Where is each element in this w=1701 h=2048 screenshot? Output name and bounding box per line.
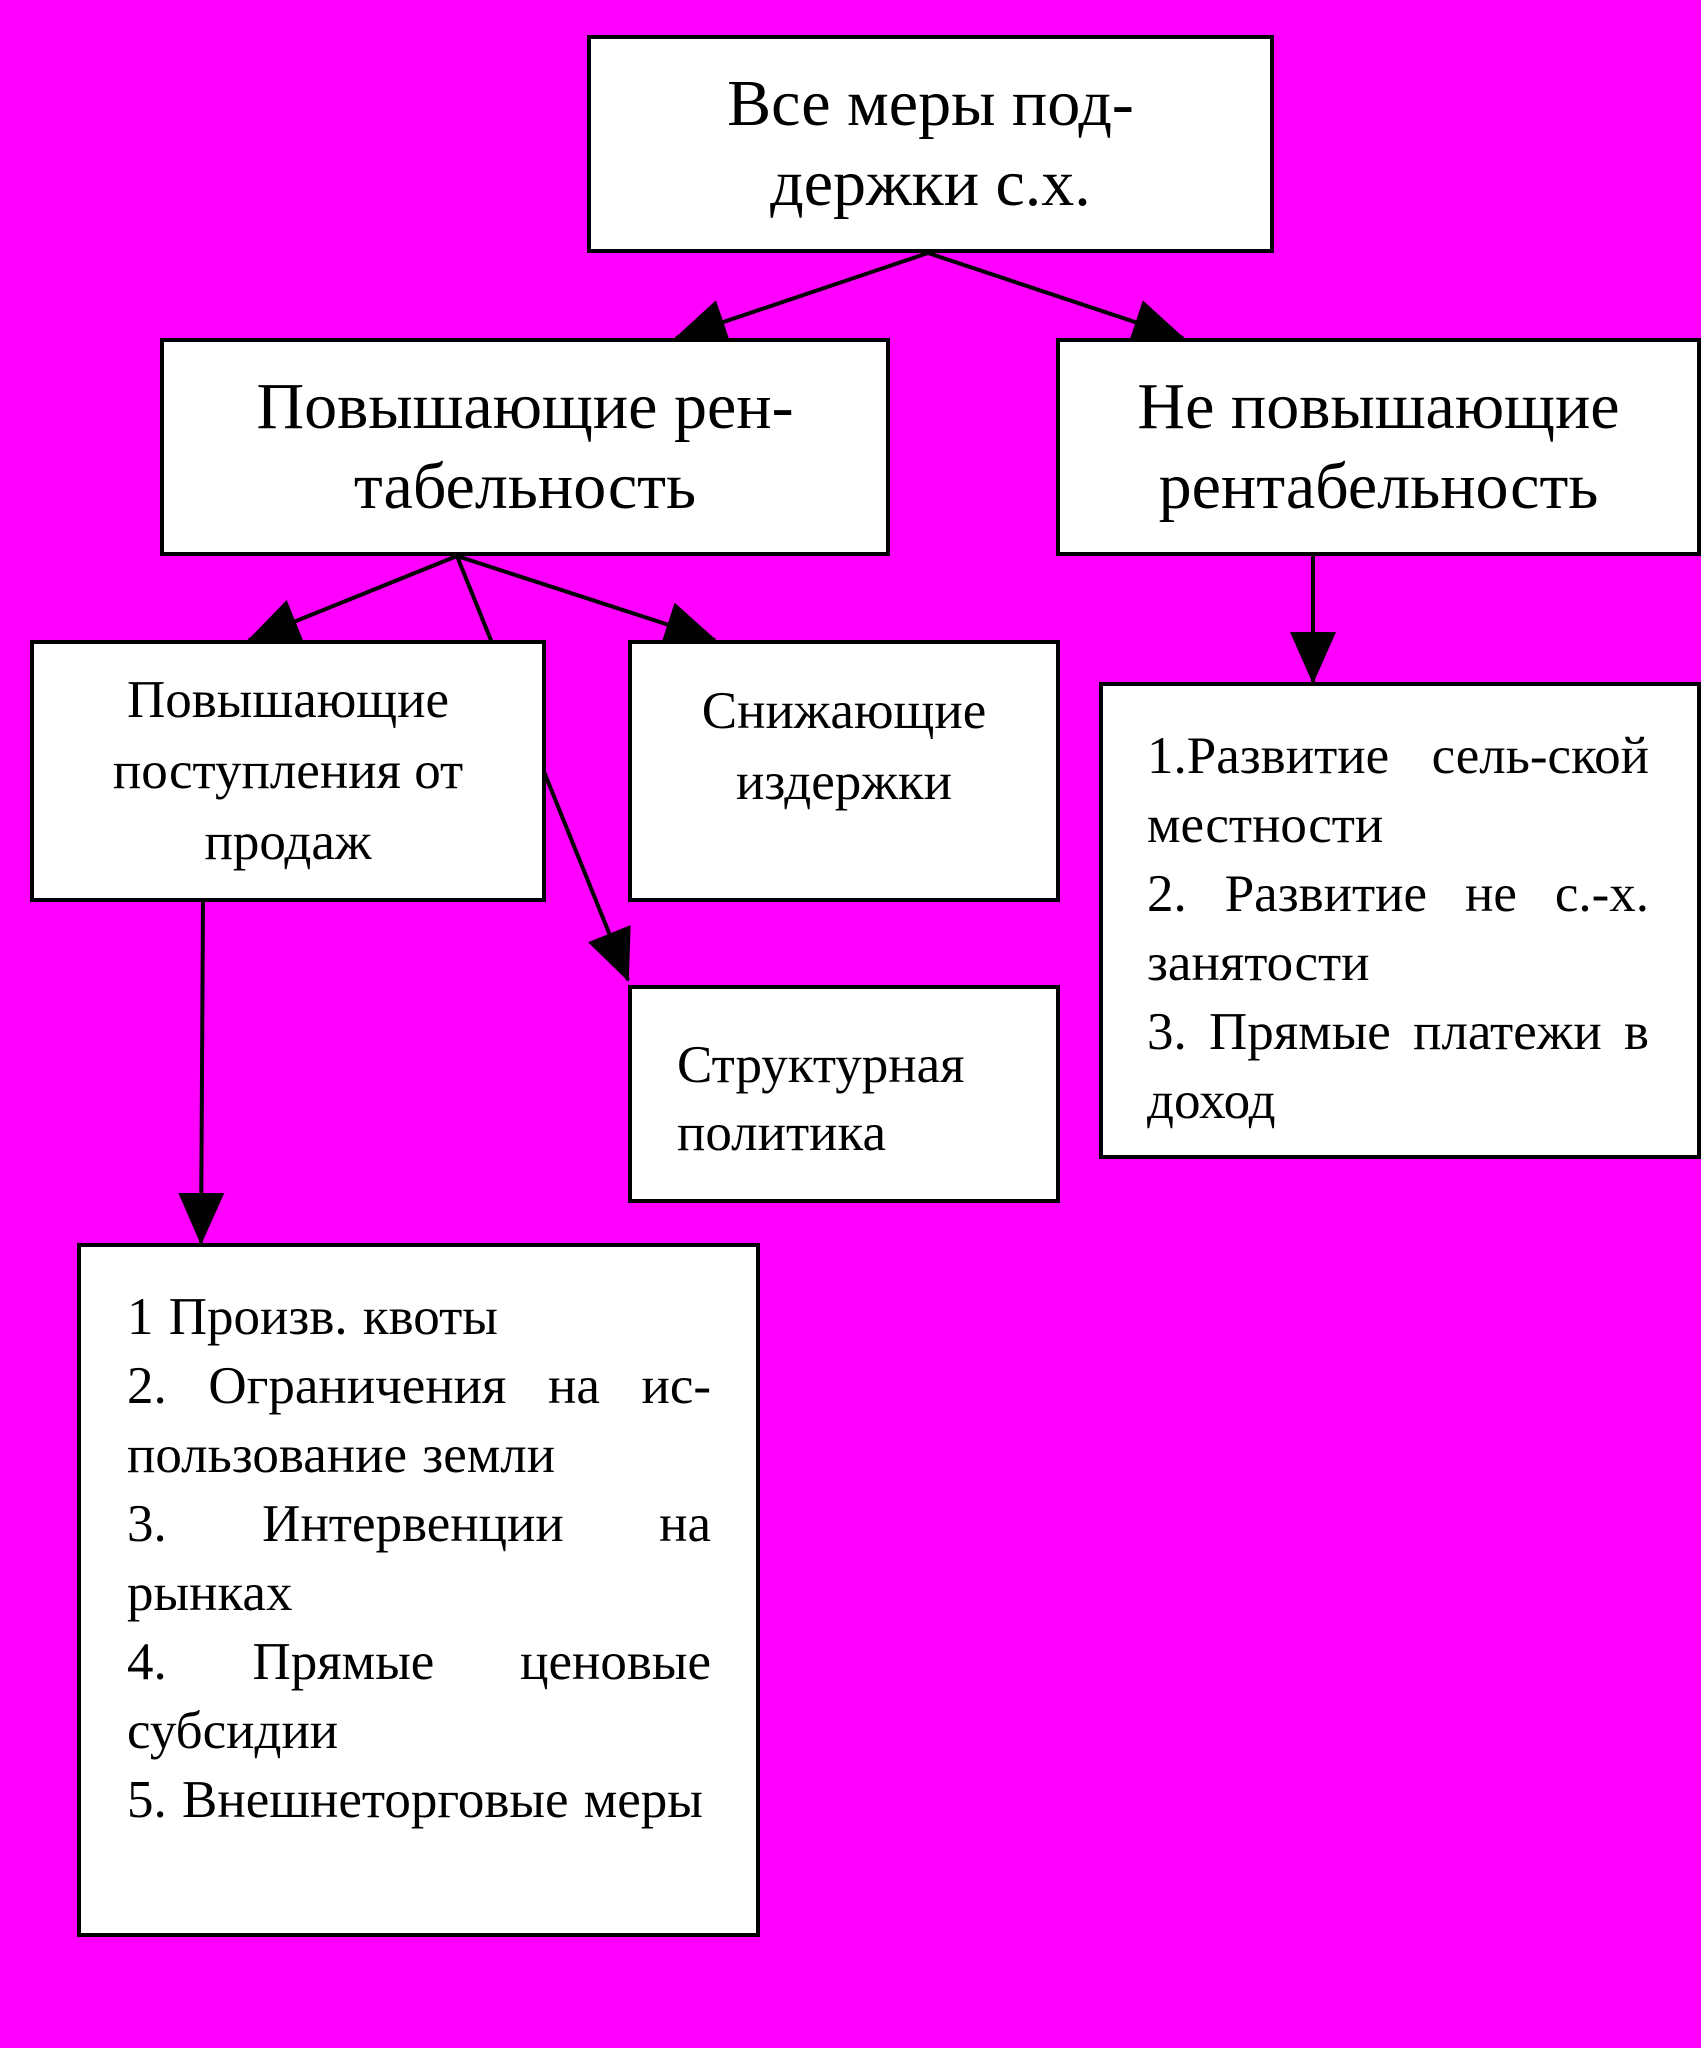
arrow-sales-to-list [178, 901, 225, 1245]
node-raising-sales-revenue: Повышающие поступления от продаж [30, 640, 546, 902]
node-not-raising-profitability: Не повышающие рентабельность [1056, 338, 1701, 556]
list-item: 5. Внешнеторговые меры [127, 1771, 703, 1829]
node-label: Не повышающие рентабельность [1137, 370, 1620, 523]
node-structural-policy: Структурная политика [628, 985, 1060, 1203]
node-reducing-costs: Снижающие издержки [628, 640, 1060, 902]
list-item: 1.Развитие сель-ской местности [1147, 727, 1649, 854]
node-not-raising-measures-list: 1.Развитие сель-ской местности 2. Развит… [1099, 682, 1701, 1159]
list-item: 4. Прямые ценовые субсидии [127, 1633, 711, 1760]
node-label: Структурная политика [677, 1036, 965, 1162]
measures-list: 1.Развитие сель-ской местности 2. Развит… [1103, 686, 1697, 1136]
measures-list: 1 Произв. квоты 2. Ограничения на ис-пол… [81, 1247, 756, 1835]
arrow-raising-to-sales [247, 554, 458, 643]
node-label: Повышающие поступления от продаж [112, 670, 464, 871]
node-label: Повышающие рен- табельность [256, 370, 794, 523]
list-item: 1 Произв. квоты [127, 1288, 498, 1346]
list-item: 3. Прямые платежи в доход [1147, 1003, 1649, 1130]
list-item: 2. Ограничения на ис-пользование земли [127, 1357, 711, 1484]
node-raising-profitability: Повышающие рен- табельность [160, 338, 890, 556]
arrow-root-to-not-raising [927, 251, 1185, 345]
list-item: 3. Интервенции на рынках [127, 1495, 711, 1622]
node-label: Снижающие издержки [701, 682, 987, 811]
node-sales-measures-list: 1 Произв. квоты 2. Ограничения на ис-пол… [77, 1243, 760, 1937]
node-all-support-measures: Все меры под- держки с.х. [587, 35, 1274, 253]
arrow-raising-to-costs [456, 554, 717, 647]
node-label: Все меры под- держки с.х. [727, 67, 1134, 220]
arrow-root-to-raising [674, 251, 929, 344]
list-item: 2. Развитие не с.-х. занятости [1147, 865, 1649, 992]
